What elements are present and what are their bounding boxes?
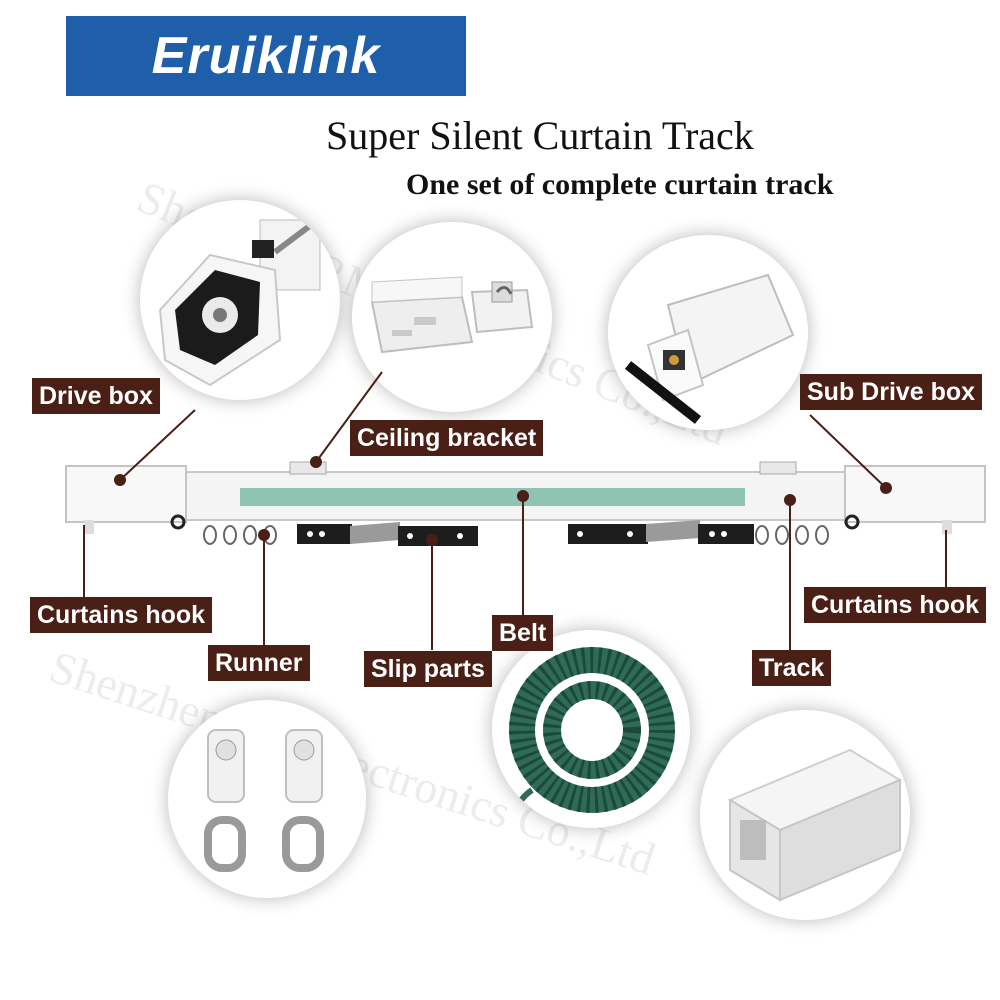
label-runner: Runner xyxy=(208,645,310,681)
sub-drive-box-photo xyxy=(608,235,808,430)
page-subtitle: One set of complete curtain track xyxy=(406,168,834,201)
ceiling-bracket-photo xyxy=(352,222,552,412)
label-slip-parts: Slip parts xyxy=(364,651,492,687)
label-curtains-hook-right: Curtains hook xyxy=(804,587,987,623)
label-sub-drive-box: Sub Drive box xyxy=(800,374,983,410)
drive-box-photo xyxy=(140,200,340,400)
runner-photo xyxy=(168,700,366,898)
label-drive-box: Drive box xyxy=(32,378,160,414)
label-ceiling-bracket: Ceiling bracket xyxy=(350,420,544,456)
label-track: Track xyxy=(752,650,832,686)
brand-logo-text: Eruiklink xyxy=(151,27,381,85)
page-title: Super Silent Curtain Track xyxy=(326,113,754,158)
label-curtains-hook-left: Curtains hook xyxy=(30,597,213,633)
sub-drive-box xyxy=(844,465,986,523)
label-belt: Belt xyxy=(492,615,554,651)
brand-logo: Eruiklink xyxy=(66,16,466,96)
track-profile-photo xyxy=(700,710,910,920)
belt-strip xyxy=(240,488,745,506)
belt-photo xyxy=(492,630,690,828)
